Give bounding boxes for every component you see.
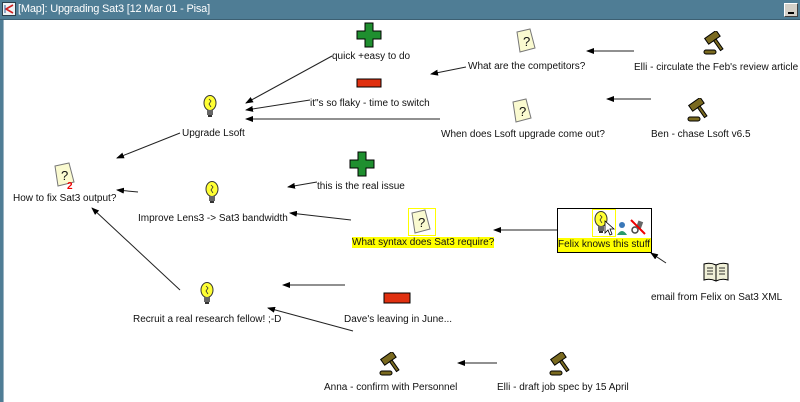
child-count-badge: 2 [67, 181, 73, 192]
lightbulb-icon[interactable] [592, 209, 616, 237]
question-note-icon[interactable]: ? [52, 162, 76, 193]
gavel-icon[interactable] [378, 350, 404, 381]
node-label-flaky[interactable]: it"s so flaky - time to switch [310, 98, 430, 109]
window-titlebar: [Map]: Upgrading Sat3 [12 Mar 01 - Pisa] [0, 0, 800, 20]
lightbulb-icon[interactable] [205, 181, 219, 210]
node-label-elli-circulate[interactable]: Elli - circulate the Feb's review articl… [634, 62, 799, 73]
gavel-icon[interactable] [686, 96, 712, 127]
node-label-anna-confirm[interactable]: Anna - confirm with Personnel [324, 382, 458, 393]
node-label-elli-draft[interactable]: Elli - draft job spec by 15 April [497, 382, 629, 393]
question-note-icon[interactable]: ? [515, 28, 537, 59]
map-icon [2, 2, 16, 16]
window-left-border [0, 20, 4, 402]
question-note-icon[interactable]: ? [408, 208, 436, 236]
window-title: [Map]: Upgrading Sat3 [12 Mar 01 - Pisa] [18, 3, 210, 15]
node-label-dave-leaving[interactable]: Dave's leaving in June... [344, 314, 453, 325]
minus-icon[interactable] [383, 291, 411, 309]
node-label-real-issue[interactable]: this is the real issue [317, 181, 405, 192]
book-icon[interactable] [703, 261, 729, 288]
minus-icon[interactable] [356, 75, 382, 93]
crossed-tool-icon[interactable] [630, 219, 646, 240]
node-label-competitors[interactable]: What are the competitors? [468, 61, 586, 72]
selected-node-felix-knows[interactable]: Felix knows this stuff [557, 208, 652, 253]
link-realissue-to-improve [287, 181, 318, 189]
link-flaky-to-upgrade [245, 99, 311, 112]
node-label-when-lsoft[interactable]: When does Lsoft upgrade come out? [441, 129, 605, 140]
node-label-felix-knows[interactable]: Felix knows this stuff [558, 239, 651, 250]
svg-text:?: ? [418, 215, 425, 230]
node-label-upgrade-lsoft[interactable]: Upgrade Lsoft [182, 128, 245, 139]
plus-icon[interactable] [349, 151, 375, 182]
link-competitors-to-flaky [430, 66, 467, 76]
question-note-icon[interactable]: ? [511, 98, 533, 129]
link-email-to-felix [650, 252, 667, 264]
lightbulb-icon[interactable] [203, 95, 217, 124]
link-upgrade-to-howfix [116, 132, 181, 159]
node-label-improve-lens3[interactable]: Improve Lens3 -> Sat3 bandwidth [138, 213, 288, 224]
plus-icon[interactable] [356, 22, 382, 53]
lightbulb-icon[interactable] [200, 282, 214, 311]
gavel-icon[interactable] [548, 350, 574, 381]
svg-text:?: ? [61, 168, 68, 183]
link-quick-to-upgrade [245, 55, 333, 104]
link-anna-to-recruit [267, 306, 354, 332]
person-icon[interactable] [616, 221, 628, 240]
node-label-how-to-fix[interactable]: How to fix Sat3 output? [13, 193, 117, 204]
map-canvas[interactable]: ? 2 How to fix Sat3 output? Upgrade Lsof… [0, 20, 800, 402]
link-improve-to-howfix [116, 187, 139, 194]
link-layer [91, 48, 667, 366]
node-label-recruit[interactable]: Recruit a real research fellow! ;-D [133, 314, 282, 325]
svg-text:?: ? [519, 104, 526, 119]
link-recruit-to-howfix [91, 207, 181, 291]
node-label-quick-easy[interactable]: quick +easy to do [332, 51, 411, 62]
minimize-button[interactable] [784, 3, 798, 17]
node-label-email-felix[interactable]: email from Felix on Sat3 XML [651, 292, 783, 303]
link-syntax-to-improve [289, 210, 352, 221]
node-label-ben-chase[interactable]: Ben - chase Lsoft v6.5 [651, 129, 751, 140]
node-label-syntax[interactable]: What syntax does Sat3 require? [352, 237, 495, 248]
gavel-icon[interactable] [702, 29, 728, 60]
svg-text:?: ? [523, 34, 530, 49]
